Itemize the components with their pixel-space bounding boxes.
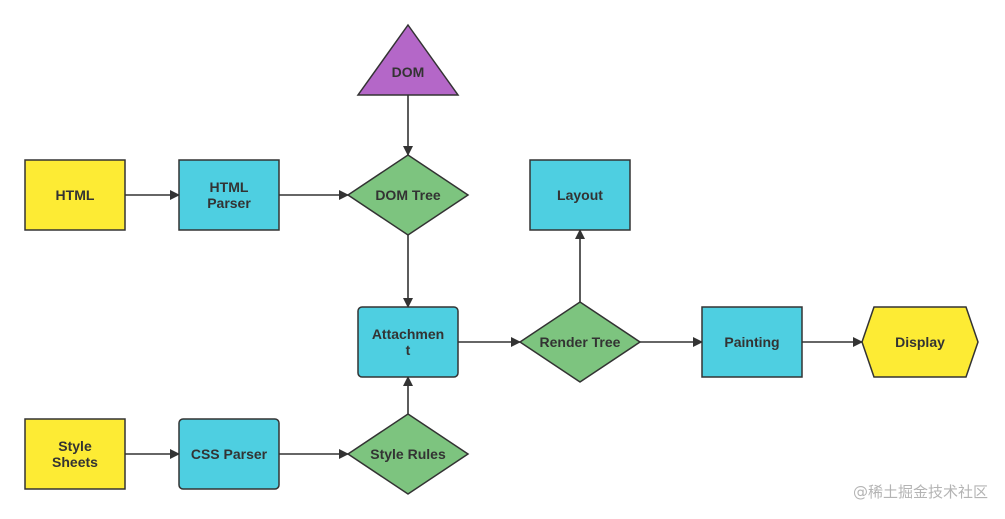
style-sheets-label-line-1: Style — [58, 438, 92, 454]
render-tree-label-line-1: Render Tree — [540, 334, 621, 350]
attachment-label-line-2: t — [406, 342, 411, 358]
node-dom: DOM — [356, 23, 460, 96]
render-tree-shape — [518, 301, 642, 383]
attachment-label-line-1: Attachmen — [372, 326, 444, 342]
dom-tree-shape — [346, 154, 470, 236]
node-render-tree: Render Tree — [518, 301, 642, 383]
layout-label-line-1: Layout — [557, 187, 603, 203]
css-parser-label-line-1: CSS Parser — [191, 446, 268, 462]
style-sheets-shape — [24, 418, 126, 490]
layout-shape — [529, 159, 631, 231]
html-label-line-1: HTML — [56, 187, 95, 203]
style-rules-label-line-1: Style Rules — [370, 446, 446, 462]
dom-tree-label-line-1: DOM Tree — [375, 187, 441, 203]
css-parser-shape — [178, 418, 280, 490]
dom-shape — [356, 23, 460, 96]
dom-label-line-1: DOM — [392, 64, 425, 80]
html-parser-label-line-2: Parser — [207, 195, 251, 211]
node-display: Display — [861, 306, 979, 378]
edges — [125, 95, 863, 459]
attachment-shape — [357, 306, 459, 378]
style-rules-shape — [346, 413, 470, 495]
node-css-parser: CSS Parser — [178, 418, 280, 490]
watermark: @稀土掘金技术社区 — [853, 483, 988, 501]
node-dom-tree: DOM Tree — [346, 154, 470, 236]
display-shape — [861, 306, 979, 378]
display-label-line-1: Display — [895, 334, 945, 350]
node-layout: Layout — [529, 159, 631, 231]
html-parser-label-line-1: HTML — [210, 179, 249, 195]
html-shape — [24, 159, 126, 231]
node-style-rules: Style Rules — [346, 413, 470, 495]
node-painting: Painting — [701, 306, 803, 378]
html-parser-shape — [178, 159, 280, 231]
style-sheets-label-line-2: Sheets — [52, 454, 98, 470]
painting-shape — [701, 306, 803, 378]
painting-label-line-1: Painting — [724, 334, 779, 350]
node-html: HTML — [24, 159, 126, 231]
